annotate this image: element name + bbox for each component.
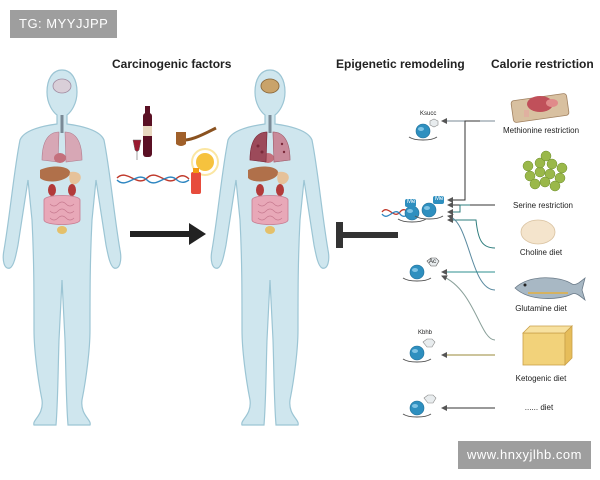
tag-ac: Ac: [429, 259, 437, 265]
connector-lines: [441, 118, 496, 411]
watermark-top: TG: MYYJJPP: [10, 10, 118, 38]
dna-icon: [116, 174, 190, 184]
label-other-diet: ...... diet: [524, 403, 554, 412]
human-figure-remodeled: [210, 69, 330, 426]
ksucc-hexagon: [429, 118, 439, 128]
label-choline-diet: Choline diet: [519, 248, 563, 257]
nucleosome-ac: [402, 264, 432, 282]
heading-epigenetic-remodeling: Epigenetic remodeling: [336, 57, 465, 71]
nucleosome-generic: [402, 400, 432, 418]
heading-carcinogenic-factors: Carcinogenic factors: [112, 57, 232, 71]
peas-icon: [522, 150, 568, 192]
tag-me-1: Me: [407, 199, 416, 205]
label-methionine-restriction: Methionine restriction: [502, 126, 580, 135]
cheese-icon: [522, 325, 573, 366]
generic-hexagon: [423, 394, 437, 404]
wine-icon: [132, 106, 152, 160]
label-ketogenic-diet: Ketogenic diet: [515, 374, 567, 383]
sun-icon: [191, 148, 219, 176]
me-tag-2: [433, 196, 444, 204]
kbhb-hexagon: [422, 338, 436, 348]
tag-me-2: Me: [435, 196, 444, 202]
watermark-bottom: www.hnxyjlhb.com: [458, 441, 591, 469]
sunscreen-icon: [191, 168, 201, 194]
label-serine-restriction: Serine restriction: [512, 201, 574, 210]
heading-calorie-restriction: Calorie restriction: [491, 57, 594, 71]
pipe-icon: [176, 126, 217, 146]
tag-ksucc: Ksucc: [420, 111, 437, 117]
fish-icon: [514, 276, 586, 302]
nucleosome-kbhb: [402, 345, 432, 363]
nucleosome-me-1: [397, 205, 427, 223]
nucleosome-me-2: [414, 202, 444, 220]
human-figure-normal: [2, 69, 122, 426]
egg-icon: [520, 219, 556, 245]
tag-kbhb: Kbhb: [418, 330, 433, 336]
ac-hexagon: [426, 257, 440, 267]
progression-arrow: [130, 223, 206, 245]
inhibition-bar: [336, 222, 398, 248]
me-tag-1: [405, 199, 416, 207]
meat-icon: [510, 93, 570, 123]
label-glutamine-diet: Glutamine diet: [515, 304, 567, 313]
